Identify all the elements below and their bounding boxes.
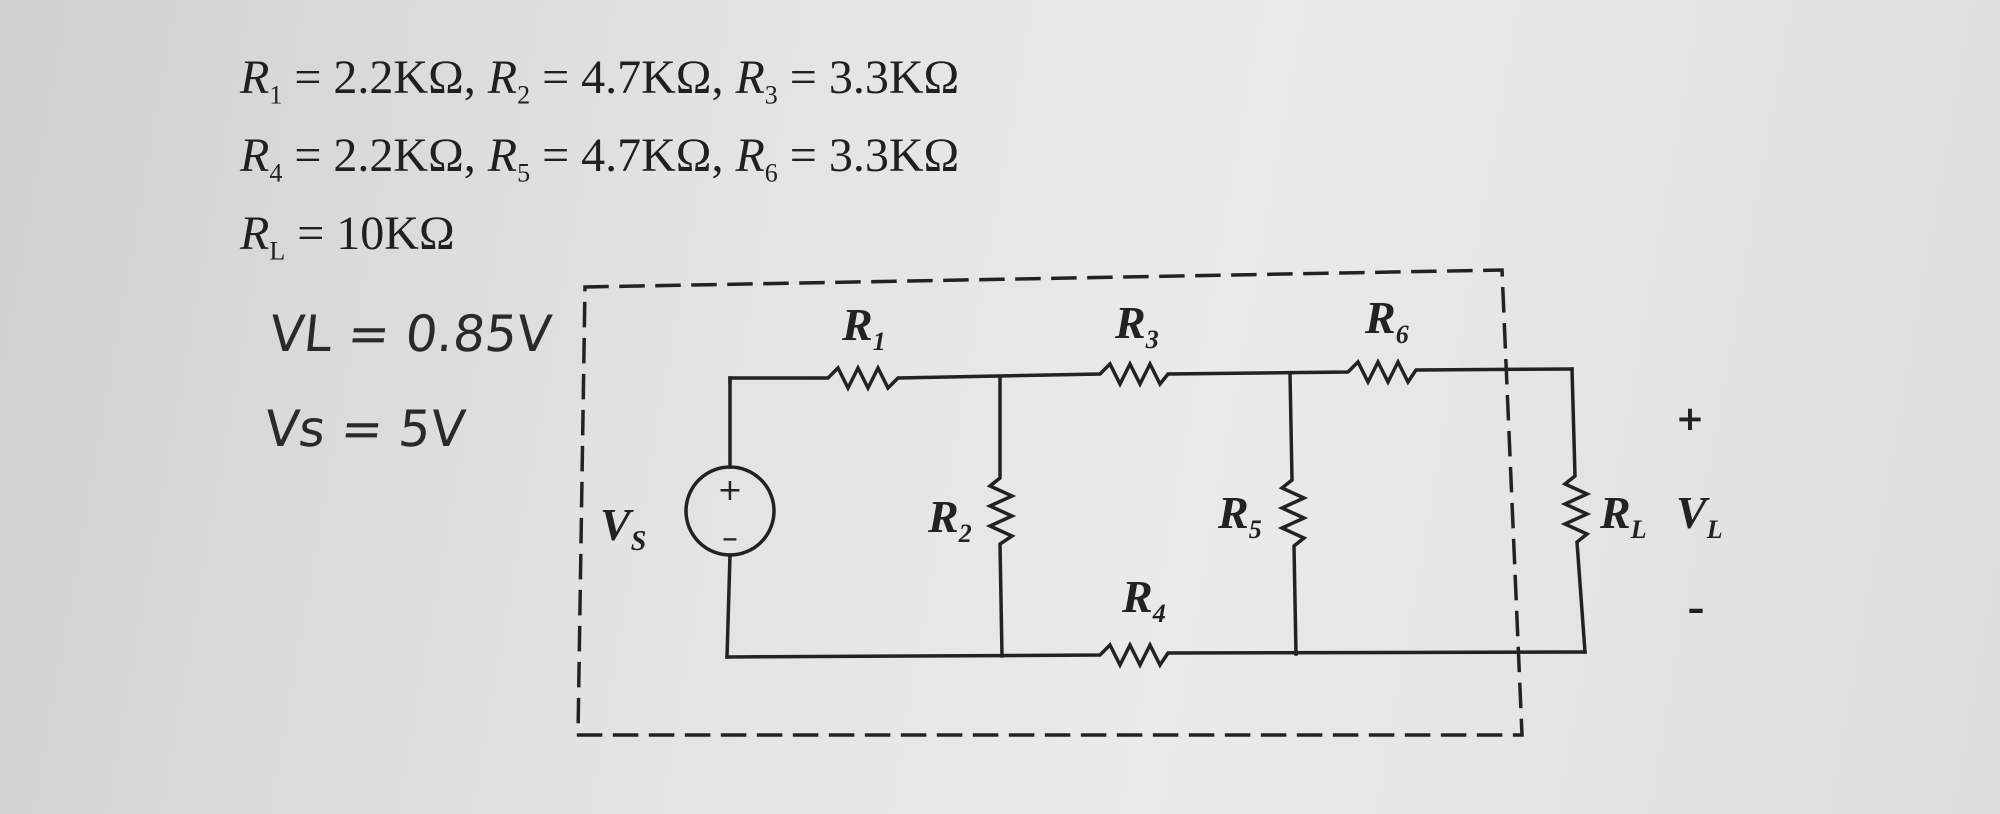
eq-r6: R6 = 3.3KΩ — [735, 129, 960, 188]
source-minus: – — [722, 518, 738, 556]
eq-r5: R5 = 4.7KΩ, — [487, 129, 736, 188]
label-r2: R2 — [927, 491, 972, 548]
vl-minus: – — [1688, 589, 1705, 629]
r2-branch — [985, 376, 1017, 658]
eq-r2: R2 = 4.7KΩ, — [487, 51, 736, 110]
label-r6: R6 — [1364, 292, 1409, 349]
label-vl: VL — [1676, 487, 1723, 544]
top-wire — [728, 358, 1574, 392]
source-plus: + — [717, 473, 742, 508]
label-r5: R5 — [1217, 487, 1262, 544]
label-rl: RL — [1599, 487, 1647, 544]
bottom-wire — [725, 641, 1587, 669]
vl-plus: + — [1676, 399, 1705, 439]
label-r3: R3 — [1114, 297, 1159, 354]
rl-branch — [1560, 367, 1592, 654]
label-vs: VS — [600, 499, 646, 557]
eq-r4: R4 = 2.2KΩ, — [240, 129, 488, 188]
source-wire-bottom — [725, 553, 732, 659]
equation-line-3: RL = 10KΩ — [240, 206, 455, 267]
eq-r3: R3 = 3.3KΩ — [735, 51, 960, 110]
eq-r1: R1 = 2.2KΩ, — [240, 51, 488, 110]
r5-branch — [1277, 371, 1309, 656]
equation-line-1: R1 = 2.2KΩ, R2 = 4.7KΩ, R3 = 3.3KΩ — [240, 50, 959, 111]
label-r1: R1 — [841, 299, 886, 356]
thevenin-dashed-box — [576, 268, 1524, 737]
label-r4: R4 — [1121, 571, 1166, 628]
eq-rl: RL = 10KΩ — [240, 207, 455, 266]
equation-line-2: R4 = 2.2KΩ, R5 = 4.7KΩ, R6 = 3.3KΩ — [240, 128, 959, 189]
